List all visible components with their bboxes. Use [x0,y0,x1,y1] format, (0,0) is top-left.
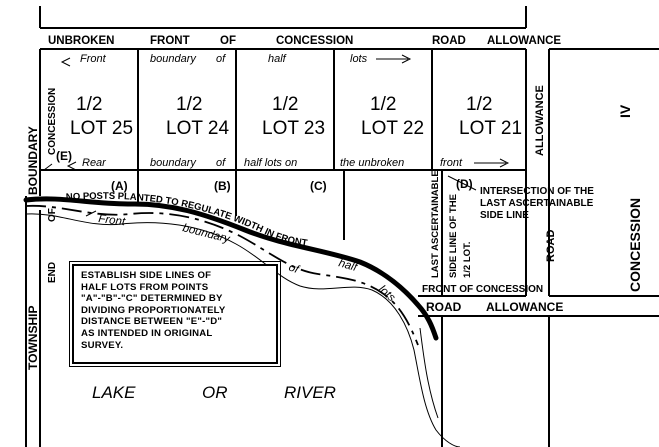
front-boundary-word-front: Front [80,53,107,65]
lot-22-name: LOT 22 [361,118,424,139]
water-front-word-of: of [287,262,302,277]
water-front-word-boundary: boundary [181,222,232,246]
top-road-of: OF [220,35,236,47]
lot-23-fraction: 1/2 [272,94,298,115]
left-end-label: END [47,262,58,283]
right-allowance-label: ALLOWANCE [534,85,546,156]
or-word: OR [202,383,228,402]
lot-22-fraction: 1/2 [370,94,396,115]
lot-21-name: LOT 21 [459,118,522,139]
front-boundary-word-boundary: boundary [150,53,197,65]
point-c-label: (C) [310,179,327,193]
intersection-note-line-2: LAST ASCERTAINABLE [480,198,594,209]
front-boundary-word-of: of [216,53,226,65]
lot-23-name: LOT 23 [262,118,325,139]
establish-note-box: ESTABLISH SIDE LINES OF HALF LOTS FROM P… [69,261,281,367]
lot-24-fraction: 1/2 [176,94,202,115]
bottom-road-label: ROAD [426,300,462,314]
top-road-allowance: ALLOWANCE [487,35,561,47]
lot-25-fraction: 1/2 [76,94,102,115]
front-boundary-dashed-line [25,204,419,346]
front-boundary-arrow-right [376,54,412,64]
right-concession-label: CONCESSION [627,198,643,292]
front-boundary-word-lots: lots [350,53,368,65]
intersection-note-line-1: INTERSECTION OF THE [480,186,594,197]
rear-boundary-word-half-lots-on: half lots on [244,157,297,169]
front-boundary-arrow-left [60,57,71,67]
point-e-pointer [43,163,53,171]
water-edge-line [25,213,461,447]
rear-boundary-arrow-right [474,158,510,168]
bottom-front-of-concession: FRONT OF CONCESSION [422,284,543,295]
top-road-road: ROAD [432,35,466,47]
rear-boundary-word-unbroken: the unbroken [340,157,404,169]
rear-boundary-word-rear: Rear [82,157,107,169]
left-concession-label: CONCESSION [47,88,58,155]
last-ascertainable-label-3: 1/2 LOT. [462,242,473,278]
top-road-front: FRONT [150,35,190,47]
point-b-label: (B) [214,179,231,193]
water-front-arrow [85,210,97,217]
right-road-label: ROAD [545,230,557,262]
water-front-word-half: half [337,257,360,274]
shoreline [23,196,439,341]
rear-boundary-word-front: front [440,157,463,169]
rear-boundary-arrow-left [66,161,77,171]
last-ascertainable-label-2: SIDE LINE OF THE [448,194,459,278]
rear-boundary-word-of: of [216,157,226,169]
lot-21-fraction: 1/2 [466,94,492,115]
concession-roman-label: IV [617,104,633,118]
last-ascertainable-label-1: LAST ASCERTAINABLE [430,170,441,278]
intersection-pointer [447,175,477,191]
water-front-word-front: Front [98,213,127,228]
shore-inner-line [419,327,439,419]
left-boundary-label: BOUNDARY [26,126,40,195]
front-boundary-word-half: half [268,53,287,65]
lot-25-name: LOT 25 [70,118,133,139]
rear-boundary-word-boundary: boundary [150,157,197,169]
lake-word: LAKE [92,383,136,402]
lot-24-name: LOT 24 [166,118,229,139]
intersection-note-line-3: SIDE LINE [480,210,529,221]
top-road-unbroken: UNBROKEN [48,35,114,47]
top-road-concession: CONCESSION [276,35,353,47]
left-township-label: TOWNSHIP [26,306,40,370]
point-a-label: (A) [111,179,128,193]
left-of-label: OF [47,208,58,222]
establish-note-text: ESTABLISH SIDE LINES OF HALF LOTS FROM P… [81,270,226,351]
river-word: RIVER [284,383,336,402]
water-front-word-lots: lots [376,283,398,304]
bottom-allowance-label: ALLOWANCE [486,300,563,314]
point-e-label: (E) [56,149,72,163]
